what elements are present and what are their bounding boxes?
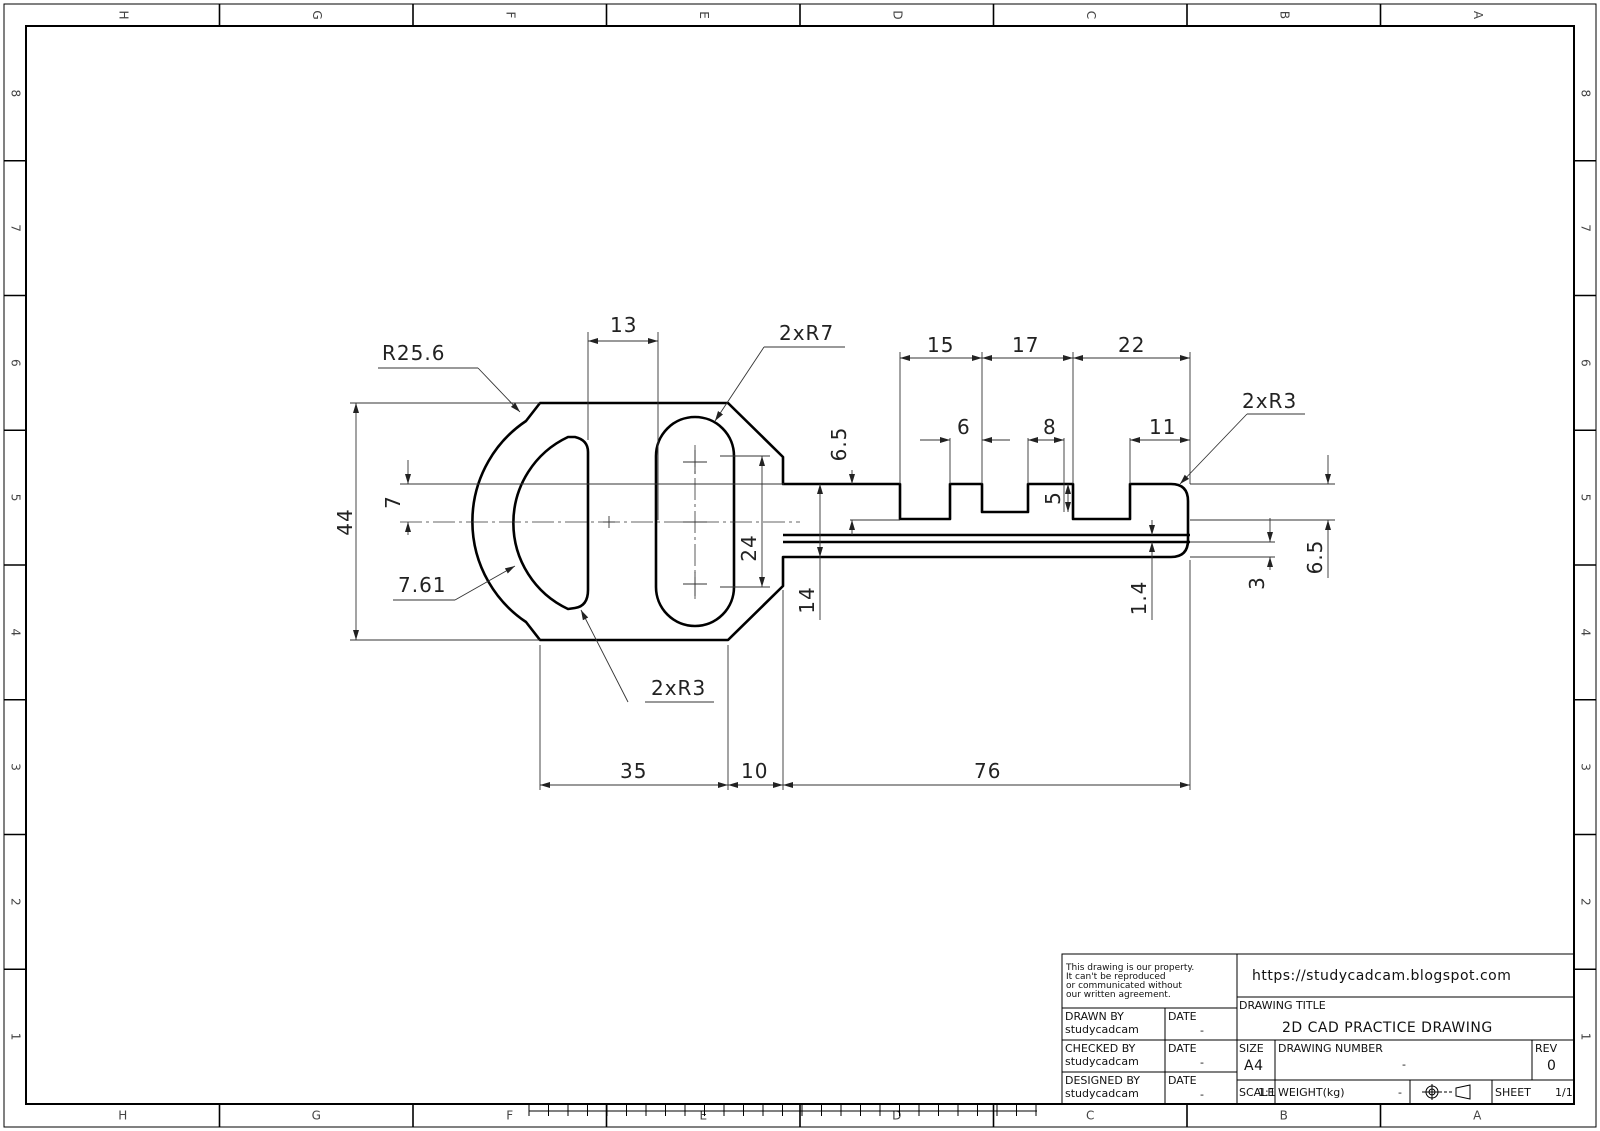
dim-cut-spacing-2: 17 [1012, 333, 1039, 357]
dim-cut-spacing-1: 15 [927, 333, 954, 357]
zone-label-bottom-H: H [118, 1109, 127, 1123]
drawing-number-label: DRAWING NUMBER [1278, 1042, 1383, 1055]
zone-label-top-A: A [1471, 11, 1485, 20]
zone-label-bottom-E: E [699, 1109, 707, 1123]
zone-label-bottom-B: B [1280, 1109, 1288, 1123]
zone-label-top-F: F [503, 12, 517, 19]
zone-label-left-8: 8 [9, 90, 23, 98]
dim-head-length: 35 [620, 759, 647, 783]
drawing-number-value: - [1402, 1058, 1406, 1071]
rev-label: REV [1535, 1042, 1558, 1055]
dimension-lines [350, 332, 1335, 790]
drawn-date-value: - [1200, 1024, 1204, 1037]
dim-cut-width-1: 6 [957, 415, 971, 439]
dim-d-slot-offset: 7 [381, 495, 405, 509]
zone-label-left-2: 2 [9, 898, 23, 906]
designed-date-value: - [1200, 1088, 1204, 1101]
zone-label-top-G: G [310, 10, 324, 19]
drawing-frame [25, 25, 1575, 1105]
rev-value: 0 [1547, 1058, 1556, 1074]
title-block: This drawing is our property. It can't b… [1061, 953, 1575, 1105]
weight-label: WEIGHT(kg) [1278, 1086, 1345, 1099]
dimension-texts: R25.6 13 2xR7 44 7 7.61 24 2xR3 35 10 76… [333, 313, 1327, 783]
zone-label-right-2: 2 [1579, 898, 1593, 906]
dim-cut-width-2: 8 [1043, 415, 1057, 439]
dim-slot-radius: 2xR7 [779, 321, 834, 345]
zone-label-left-7: 7 [9, 224, 23, 232]
zone-label-right-1: 1 [1579, 1033, 1593, 1041]
checked-date-value: - [1200, 1056, 1204, 1069]
dim-groove-offset: 3 [1245, 576, 1269, 590]
dim-tip-height: 6.5 [1303, 540, 1327, 575]
dim-slot-pitch: 13 [610, 313, 637, 337]
zone-label-bottom-A: A [1473, 1109, 1482, 1123]
website-url: https://studycadcam.blogspot.com [1252, 968, 1511, 984]
ownership-note: This drawing is our property. It can't b… [1065, 963, 1197, 1000]
d-slot [512, 435, 590, 611]
zone-label-left-4: 4 [9, 629, 23, 637]
size-label: SIZE [1239, 1042, 1264, 1055]
dim-d-slot-width: 7.61 [398, 573, 447, 597]
zone-label-bottom-F: F [506, 1109, 513, 1123]
checked-by-label: CHECKED BY [1065, 1042, 1136, 1055]
drawing-title: 2D CAD PRACTICE DRAWING [1282, 1020, 1493, 1036]
dim-cut-depth-2: 5 [1041, 491, 1065, 505]
zone-label-right-8: 8 [1579, 90, 1593, 98]
zone-ticks [4, 4, 1596, 1127]
dim-head-radius: R25.6 [382, 341, 445, 365]
dim-cut-depth: 6.5 [827, 427, 851, 462]
outer-border [3, 3, 1597, 1128]
dim-tip-width: 11 [1149, 415, 1176, 439]
zone-label-bottom-D: D [892, 1109, 901, 1123]
zone-label-top-E: E [697, 11, 711, 19]
size-value: A4 [1244, 1058, 1263, 1074]
projection-symbol-icon [1422, 1084, 1471, 1100]
checked-date-label: DATE [1168, 1042, 1197, 1055]
designed-by-label: DESIGNED BY [1065, 1074, 1140, 1087]
drawn-by-value: studycadcam [1065, 1023, 1139, 1036]
blade-groove [783, 533, 1190, 544]
oblong-slot [654, 415, 736, 628]
dim-head-height: 44 [333, 508, 357, 535]
dim-blade-length: 76 [974, 759, 1001, 783]
dim-tip-radius: 2xR3 [1242, 389, 1297, 413]
drawing-title-label: DRAWING TITLE [1239, 999, 1326, 1012]
checked-by-value: studycadcam [1065, 1055, 1139, 1068]
zone-label-right-5: 5 [1579, 494, 1593, 502]
zone-label-left-5: 5 [9, 494, 23, 502]
zone-label-left-3: 3 [9, 763, 23, 771]
zone-label-right-6: 6 [1579, 359, 1593, 367]
drawn-date-label: DATE [1168, 1010, 1197, 1023]
zone-label-right-4: 4 [1579, 629, 1593, 637]
dim-cut-spacing-3: 22 [1118, 333, 1145, 357]
zone-label-right-7: 7 [1579, 224, 1593, 232]
zone-label-left-1: 1 [9, 1033, 23, 1041]
zone-label-top-D: D [890, 10, 904, 19]
dim-blade-height: 14 [795, 586, 819, 613]
zone-label-top-C: C [1084, 11, 1098, 19]
drawn-by-label: DRAWN BY [1065, 1010, 1124, 1023]
designed-by-value: studycadcam [1065, 1087, 1139, 1100]
sheet-label: SHEET [1495, 1086, 1531, 1099]
zone-label-right-3: 3 [1579, 763, 1593, 771]
zone-label-bottom-C: C [1086, 1109, 1094, 1123]
centerlines [400, 445, 800, 600]
dim-slot-length: 24 [737, 534, 761, 561]
scale-label: SCALE [1239, 1086, 1274, 1099]
zone-label-top-B: B [1277, 11, 1291, 19]
dim-groove-width: 1.4 [1127, 581, 1151, 616]
zone-label-bottom-G: G [312, 1109, 321, 1123]
weight-value: - [1398, 1086, 1402, 1099]
scale-ruler [528, 1104, 1037, 1116]
dim-neck-length: 10 [741, 759, 768, 783]
scale-value: 1:1 [1258, 1086, 1276, 1099]
zone-label-top-H: H [116, 10, 130, 19]
sheet-value: 1/1 [1555, 1086, 1573, 1099]
zone-label-left-6: 6 [9, 359, 23, 367]
dim-d-slot-radius: 2xR3 [651, 676, 706, 700]
designed-date-label: DATE [1168, 1074, 1197, 1087]
